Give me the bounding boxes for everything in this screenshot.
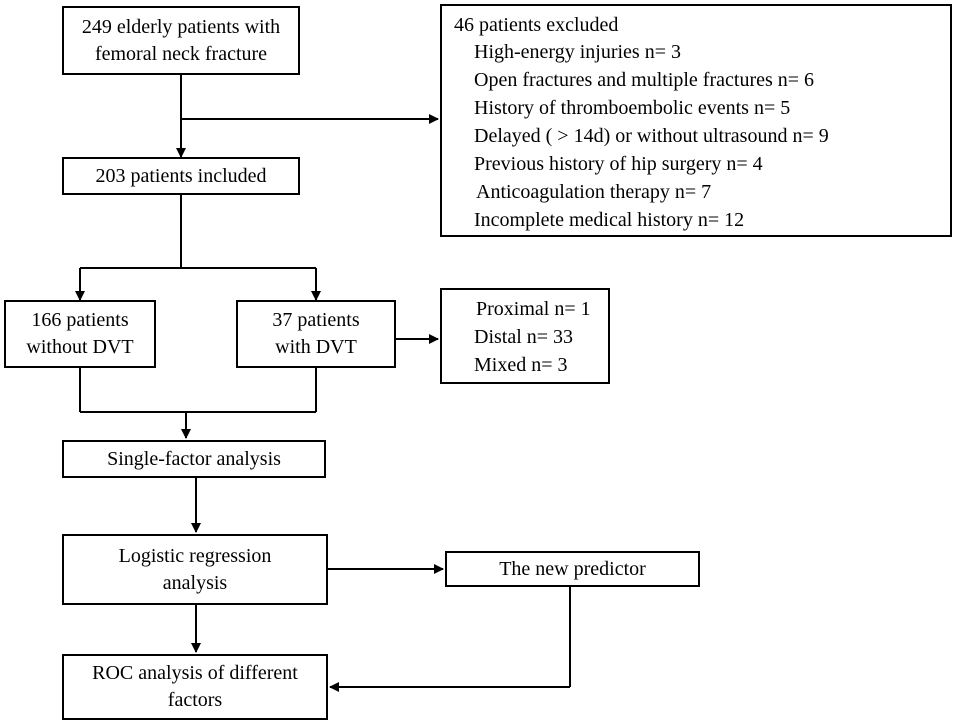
single-factor-box: Single-factor analysis xyxy=(62,440,326,478)
excluded-box: 46 patients excluded High-energy injurie… xyxy=(440,4,952,237)
dvt-types-box: Proximal n= 1 Distal n= 33 Mixed n= 3 xyxy=(440,288,610,384)
excluded-item: History of thromboembolic events n= 5 xyxy=(474,97,791,119)
predictor-label: The new predictor xyxy=(499,557,646,580)
excluded-title: 46 patients excluded xyxy=(454,14,619,36)
roc-line-2: factors xyxy=(167,689,223,711)
with-dvt-line-1: 37 patients xyxy=(272,309,360,331)
excluded-item: Anticoagulation therapy n= 7 xyxy=(476,181,712,203)
dvt-type-item: Mixed n= 3 xyxy=(474,354,568,376)
predictor-box: The new predictor xyxy=(445,551,700,587)
dvt-type-item: Distal n= 33 xyxy=(474,326,574,348)
roc-line-1: ROC analysis of different xyxy=(92,662,298,684)
excluded-item: Incomplete medical history n= 12 xyxy=(474,209,745,231)
single-factor-label: Single-factor analysis xyxy=(107,447,281,470)
start-line-2: femoral neck fracture xyxy=(94,42,268,65)
without-dvt-box: 166 patients without DVT xyxy=(4,300,156,368)
logistic-line-1: Logistic regression xyxy=(118,544,272,567)
without-dvt-line-1: 166 patients xyxy=(31,309,129,331)
excluded-item: Open fractures and multiple fractures n=… xyxy=(474,69,815,91)
dvt-type-item: Proximal n= 1 xyxy=(476,298,591,320)
included-label: 203 patients included xyxy=(95,164,267,187)
excluded-item: High-energy injuries n= 3 xyxy=(474,41,681,63)
with-dvt-line-2: with DVT xyxy=(275,336,357,358)
start-box: 249 elderly patients with femoral neck f… xyxy=(62,6,300,75)
roc-box: ROC analysis of different factors xyxy=(62,654,328,720)
with-dvt-box: 37 patients with DVT xyxy=(236,300,396,368)
logistic-box: Logistic regression analysis xyxy=(62,534,328,605)
included-box: 203 patients included xyxy=(62,157,300,195)
without-dvt-line-2: without DVT xyxy=(26,336,134,358)
excluded-item: Previous history of hip surgery n= 4 xyxy=(474,153,763,175)
logistic-line-2: analysis xyxy=(162,571,228,594)
start-line-1: 249 elderly patients with xyxy=(81,15,281,38)
excluded-item: Delayed ( > 14d) or without ultrasound n… xyxy=(474,125,829,147)
